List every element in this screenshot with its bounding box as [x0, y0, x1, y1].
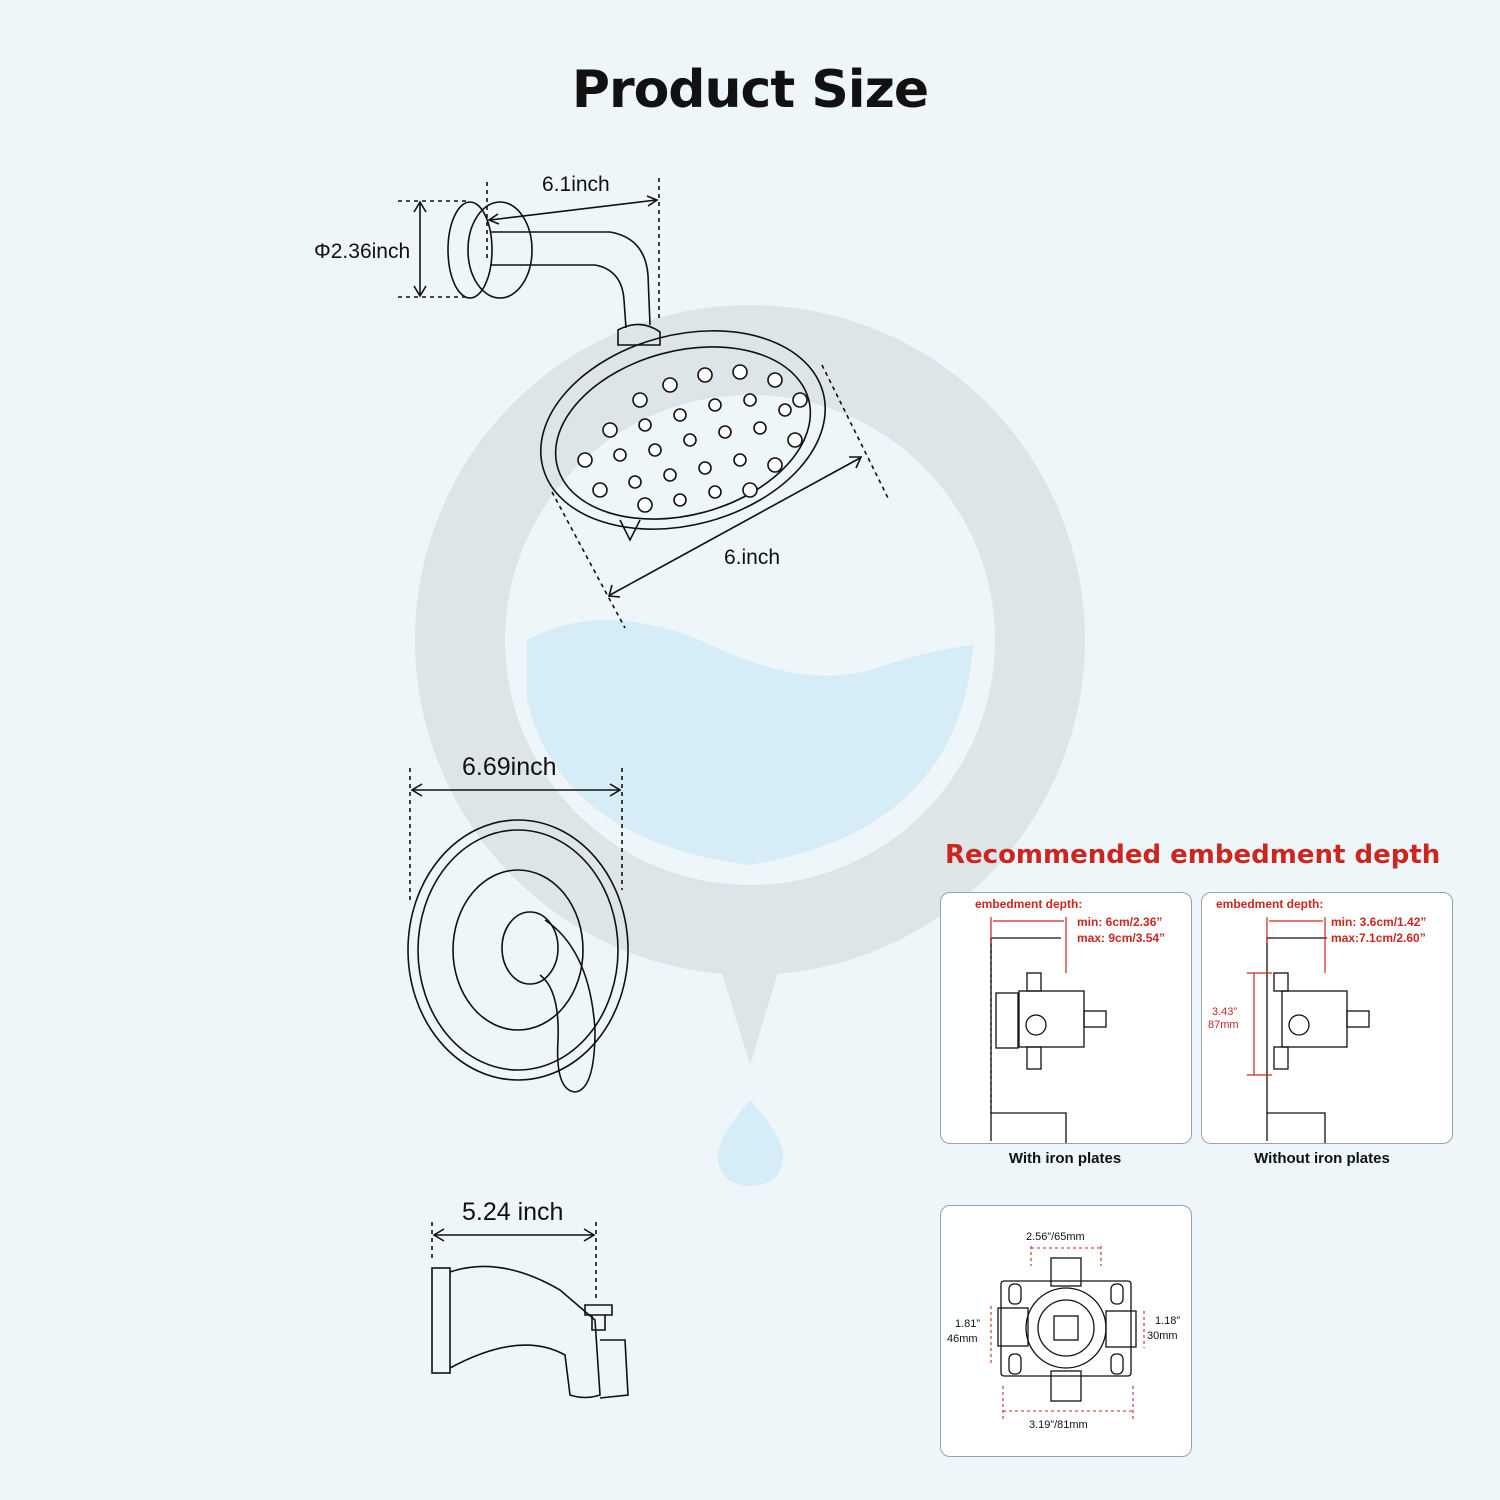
shower-head-drawing — [539, 330, 827, 542]
valve-body-panel: 2.56”/65mm 3.19”/81mm 1.81” 46mm 1.18” 3… — [940, 1205, 1192, 1457]
trim-width-label: 6.69inch — [462, 753, 557, 781]
valve-top-width: 2.56”/65mm — [1026, 1231, 1085, 1243]
without-plates-min: min: 3.6cm/1.42” — [1331, 915, 1427, 929]
arm-dimension-arrow — [489, 199, 657, 221]
without-plates-depth-label: embedment depth: — [1216, 897, 1324, 911]
without-plates-panel: embedment depth: min: 3.6cm/1.42” max:7.… — [1201, 892, 1453, 1144]
valve-left-mm: 46mm — [947, 1333, 978, 1345]
head-dimension-lines — [551, 364, 889, 629]
page-title: Product Size — [571, 60, 929, 120]
without-plates-diagram — [1247, 917, 1370, 1143]
without-plates-height-mm: 87mm — [1208, 1019, 1239, 1031]
water-drop-logo — [415, 305, 1085, 1186]
tub-spout-drawing — [431, 1265, 629, 1399]
arm-length-label: 6.1inch — [542, 173, 610, 196]
without-plates-caption: Without iron plates — [1254, 1150, 1390, 1167]
embedment-heading: Recommended embedment depth — [945, 840, 1441, 870]
arm-dimension-lines — [398, 178, 660, 318]
valve-right-in: 1.18” — [1155, 1315, 1181, 1327]
with-plates-max: max: 9cm/3.54” — [1077, 931, 1166, 945]
valve-right-mm: 30mm — [1147, 1330, 1178, 1342]
with-plates-panel: embedment depth: min: 6cm/2.36” max: 9cm… — [940, 892, 1192, 1144]
valve-bottom-width: 3.19”/81mm — [1029, 1419, 1088, 1431]
with-plates-depth-label: embedment depth: — [975, 897, 1083, 911]
head-dimension-arrow — [609, 457, 861, 596]
spout-length-label: 5.24 inch — [462, 1198, 564, 1226]
without-plates-max: max:7.1cm/2.60” — [1331, 931, 1426, 945]
without-plates-height-in: 3.43” — [1212, 1006, 1238, 1018]
valve-body-diagram — [990, 1246, 1145, 1421]
head-diameter-label: 6.inch — [724, 546, 781, 569]
valve-left-in: 1.81” — [955, 1318, 981, 1330]
with-plates-min: min: 6cm/2.36” — [1077, 915, 1163, 929]
spout-dimension-lines — [431, 1222, 597, 1300]
with-plates-diagram — [990, 917, 1107, 1143]
with-plates-caption: With iron plates — [1008, 1150, 1122, 1167]
valve-trim-drawing — [407, 819, 629, 1093]
shower-head-nozzles — [577, 364, 808, 513]
trim-dimension-lines — [409, 768, 623, 900]
flange-diameter-label: Φ2.36inch — [314, 240, 411, 263]
shower-arm-drawing — [447, 201, 661, 346]
